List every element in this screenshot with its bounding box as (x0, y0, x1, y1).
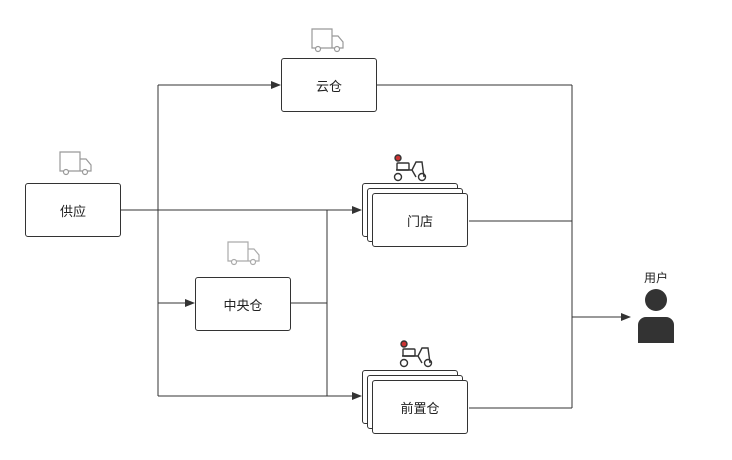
central-warehouse-node[interactable]: 中央仓 (195, 277, 291, 331)
store-node[interactable]: 门店 (372, 193, 468, 247)
scooter-icon (399, 340, 433, 368)
truck-icon (311, 28, 344, 53)
store-label: 门店 (406, 214, 433, 230)
truck-icon (227, 241, 260, 266)
cloud-warehouse-label: 云仓 (315, 79, 342, 95)
front-warehouse-label: 前置仓 (400, 401, 440, 417)
user-icon (638, 289, 674, 343)
supply-node[interactable]: 供应 (25, 183, 121, 237)
central-warehouse-label: 中央仓 (223, 298, 263, 314)
front-warehouse-node[interactable]: 前置仓 (372, 380, 468, 434)
truck-icon (59, 151, 92, 176)
user-label: 用户 (644, 271, 669, 285)
cloud-warehouse-node[interactable]: 云仓 (281, 58, 377, 112)
scooter-icon (393, 154, 427, 182)
supply-label: 供应 (59, 204, 86, 220)
